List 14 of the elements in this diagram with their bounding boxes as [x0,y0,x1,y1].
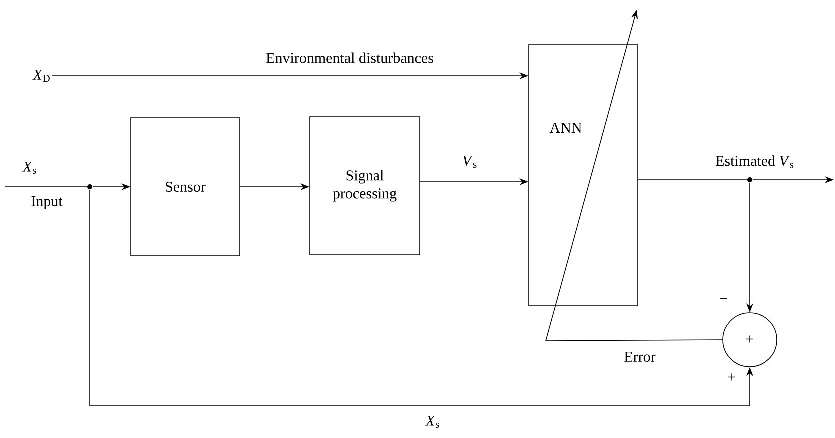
process-box: ANN [528,44,638,306]
edge-label: X$_{s}$ [425,416,440,428]
edge-label: Error [624,352,656,362]
edge-label: Environmental disturbances [266,52,434,64]
edge-label: Estimated V$_{s}$ [716,156,794,168]
signal-label: Input [32,196,63,210]
process-box: Signal processing [310,116,420,256]
process-box: Sensor [130,118,240,256]
edge-label: V$_{s}$ [463,156,477,168]
sign-label: − [720,298,728,300]
sign-label: + [728,374,736,381]
summing-junction: + [722,312,778,368]
signal-label: X$_{D}$ [32,70,50,82]
edge-label: X$_{s}$ [22,162,36,174]
